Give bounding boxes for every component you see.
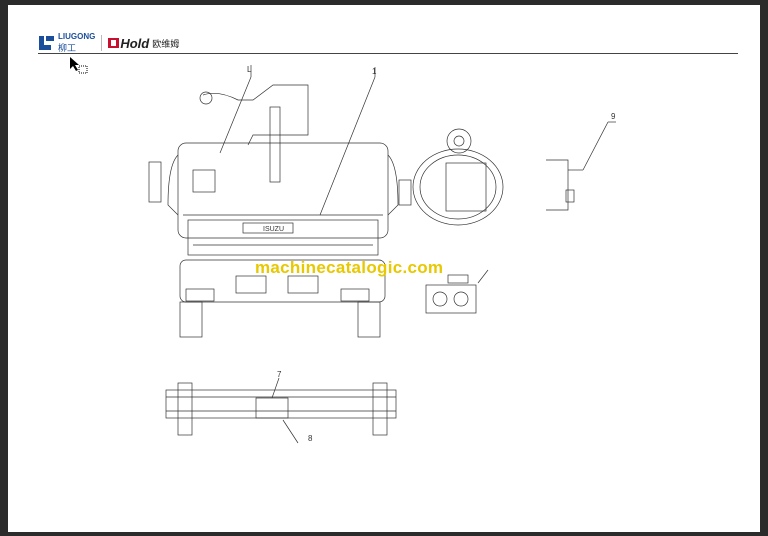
tank-detail (412, 128, 504, 226)
callout-1: 1 (372, 67, 377, 76)
chassis-plan-view (165, 377, 397, 444)
technical-drawing: L 1 9 7 8 ISUZU (148, 65, 616, 444)
brand1-name: LIUGONG (58, 31, 96, 41)
header-logos: LIUGONG 柳工 Hold 欧维姆 (38, 31, 180, 53)
callout-9: 9 (611, 112, 616, 121)
watermark-text: machinecatalogic.com (255, 258, 444, 277)
mouse-cursor-icon (70, 57, 88, 74)
document-page: LIUGONG 柳工 Hold 欧维姆 (8, 5, 760, 532)
logo-separator (101, 35, 103, 51)
callout-7: 7 (277, 370, 282, 379)
detail-9 (546, 121, 616, 211)
callout-L: L (247, 65, 252, 74)
header-rule (38, 53, 738, 54)
callout-8: 8 (308, 434, 313, 443)
liugong-logo-icon (39, 36, 54, 50)
brand2-cn: 欧维姆 (152, 38, 180, 49)
grille-brand: ISUZU (263, 226, 284, 233)
brand2-name: Hold (120, 35, 150, 51)
truck-front-view (148, 65, 412, 338)
detail-8 (425, 269, 489, 314)
brand1-cn: 柳工 (58, 42, 77, 53)
hold-logo-icon (108, 38, 120, 48)
